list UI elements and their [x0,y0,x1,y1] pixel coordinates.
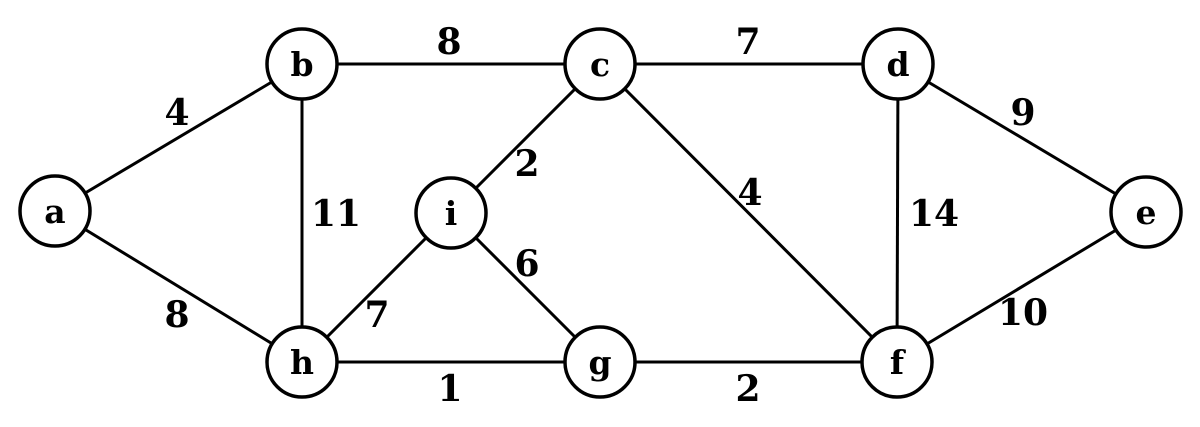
node-label-f: f [890,343,906,382]
edge-weight-a-h: 8 [164,294,189,336]
node-f [860,325,934,399]
node-label-e: e [1136,193,1157,232]
node-label-c: c [590,45,610,84]
node-g [563,325,637,399]
edge-weight-h-i: 7 [364,294,389,336]
edge-d-e [897,62,1147,214]
node-label-i: i [445,194,458,233]
edge-weight-h-g: 1 [437,368,462,410]
node-d [861,27,935,101]
edge-weight-g-i: 6 [514,243,539,285]
node-i [414,176,488,250]
edge-d-f [895,63,900,363]
edge-weight-c-d: 7 [735,21,760,63]
edge-a-b [54,62,303,213]
edge-weight-d-e: 9 [1010,92,1035,134]
edge-weight-a-b: 4 [164,92,189,134]
edge-c-f [598,62,899,364]
node-a [18,174,92,248]
node-c [563,27,637,101]
edge-weight-e-f: 10 [998,292,1048,334]
edge-a-h [54,209,303,364]
edge-weight-c-f: 4 [737,172,762,214]
node-h [265,325,339,399]
edge-weight-c-i: 2 [514,143,539,185]
node-label-h: h [290,343,314,382]
edge-e-f [896,210,1147,364]
edge-weight-g-f: 2 [735,368,760,410]
node-label-b: b [290,45,313,84]
edge-weight-b-h: 11 [311,193,361,235]
node-label-d: d [886,45,909,84]
node-label-a: a [44,192,65,231]
node-label-g: g [588,343,611,382]
node-e [1109,175,1183,249]
edge-weight-d-f: 14 [909,193,959,235]
edge-weight-b-c: 8 [436,21,461,63]
node-b [265,27,339,101]
